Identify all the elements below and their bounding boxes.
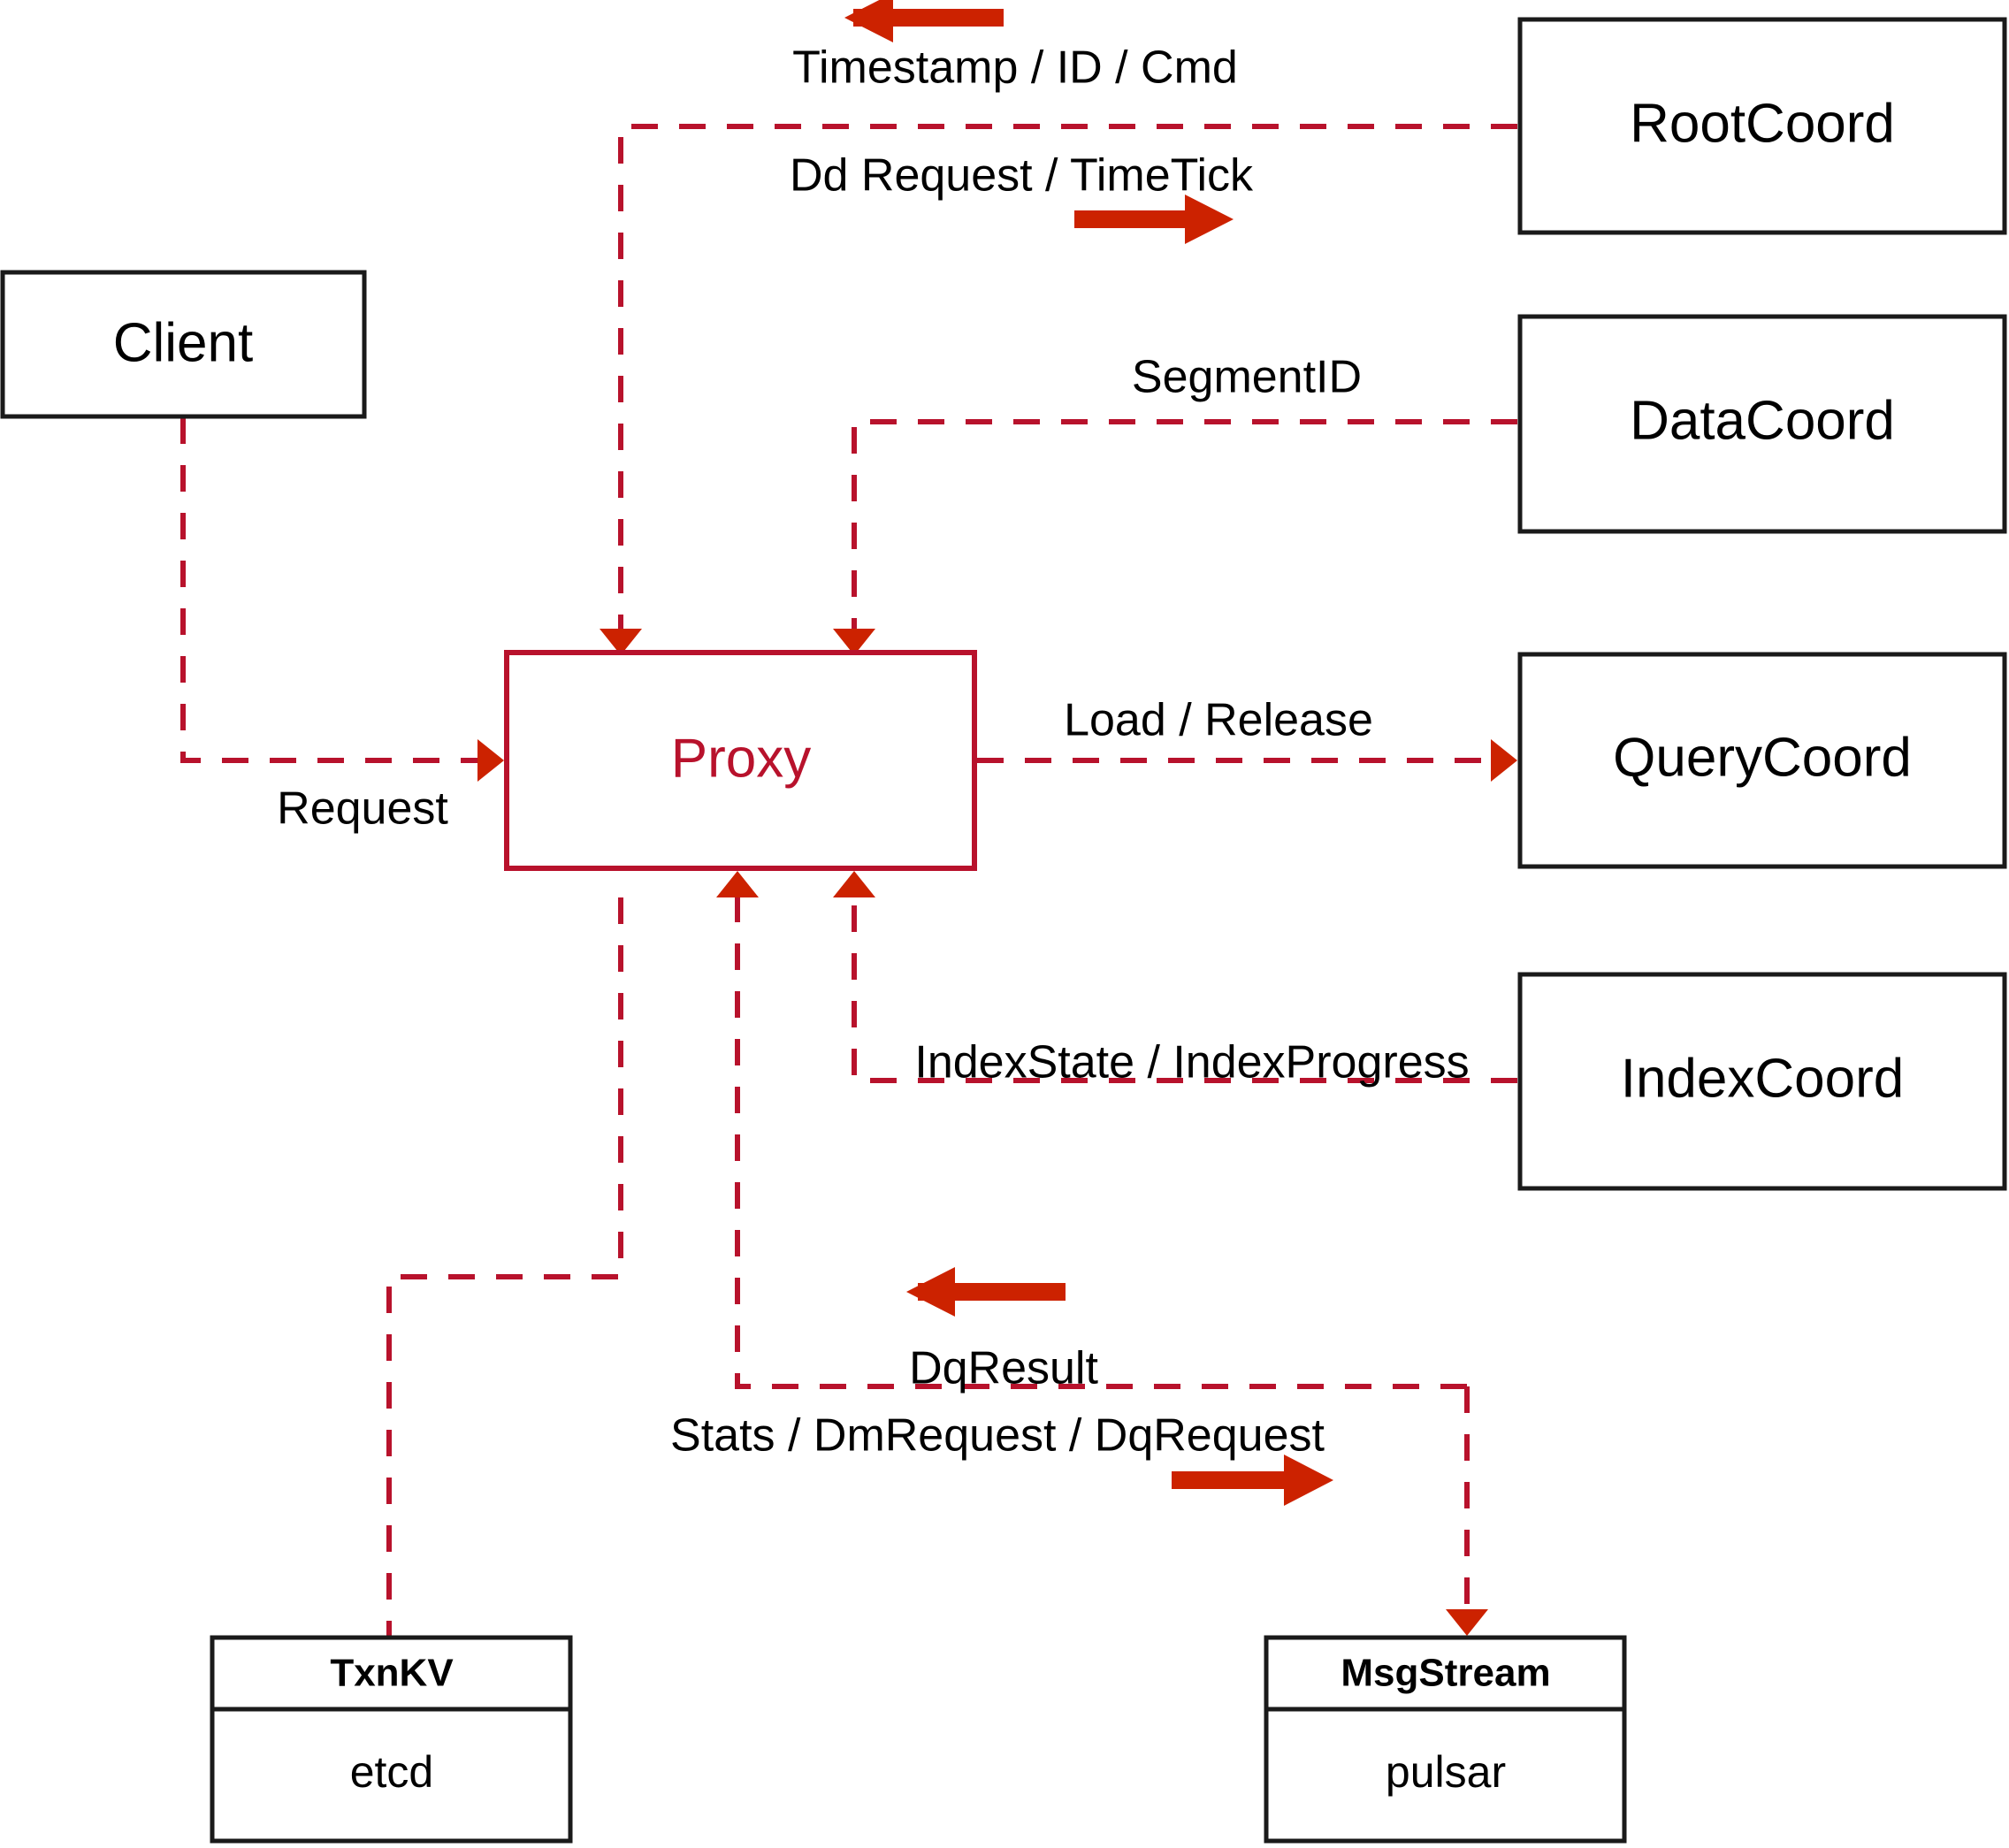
node-indexcoord-label: IndexCoord (1621, 1048, 1905, 1109)
node-rootcoord[interactable]: RootCoord (1517, 17, 2007, 235)
node-proxy-box[interactable] (504, 650, 977, 871)
node-querycoord-label: QueryCoord (1613, 727, 1912, 788)
node-indexcoord-box[interactable] (1517, 972, 2007, 1191)
direction-arrow-dqresult (906, 1267, 1066, 1317)
edge-label-proxy-to-rootcoord: Dd Request / TimeTick (790, 150, 1254, 202)
edge-path (852, 897, 1517, 1083)
arrowhead-down (833, 629, 875, 655)
edge-indexcoord-to-proxy (833, 871, 1517, 1083)
store-txnkv-impl: etcd (350, 1747, 434, 1797)
node-datacoord-label: DataCoord (1630, 390, 1895, 451)
node-client-label: Client (113, 312, 254, 373)
node-datacoord[interactable]: DataCoord (1517, 314, 2007, 534)
arrowhead-up (716, 871, 759, 897)
edge-proxy-to-txnkv (386, 897, 623, 1636)
arrowhead-down (600, 629, 642, 655)
edge-label-datacoord-to-proxy: SegmentID (1132, 352, 1362, 403)
node-querycoord-box[interactable] (1517, 652, 2007, 869)
edge-proxy-to-querycoord (977, 739, 1517, 782)
store-txnkv-box[interactable] (210, 1635, 573, 1844)
edge-label-msgstream-to-proxy: DqResult (909, 1343, 1098, 1394)
arrowhead-down (1446, 1609, 1488, 1636)
node-rootcoord-label: RootCoord (1630, 93, 1895, 154)
edge-msgstream-to-proxy (716, 871, 1467, 1389)
node-datacoord-box[interactable] (1517, 314, 2007, 534)
direction-arrow-timestamp (844, 0, 1004, 42)
store-txnkv[interactable]: TxnKV etcd (210, 1635, 573, 1844)
edge-label-proxy-to-querycoord: Load / Release (1064, 695, 1373, 746)
edge-path (386, 897, 623, 1636)
node-client[interactable]: Client (0, 270, 367, 419)
store-msgstream-title: MsgStream (1341, 1652, 1550, 1695)
edge-label-indexcoord-to-proxy: IndexState / IndexProgress (914, 1037, 1469, 1088)
edge-datacoord-to-proxy (833, 419, 1517, 655)
store-msgstream-box[interactable] (1264, 1635, 1627, 1844)
edge-path (852, 419, 1517, 629)
arrowhead-right (1491, 739, 1517, 782)
edge-label-rootcoord-to-proxy: Timestamp / ID / Cmd (792, 42, 1238, 94)
node-client-box[interactable] (0, 270, 367, 419)
node-proxy[interactable]: Proxy (504, 650, 977, 871)
node-rootcoord-box[interactable] (1517, 17, 2007, 235)
direction-arrow-ddrequest (1074, 195, 1234, 244)
arrowhead-up (833, 871, 875, 897)
arrowhead-right (477, 739, 504, 782)
store-txnkv-title: TxnKV (330, 1652, 454, 1695)
edge-path (180, 417, 477, 763)
node-indexcoord[interactable]: IndexCoord (1517, 972, 2007, 1191)
node-querycoord[interactable]: QueryCoord (1517, 652, 2007, 869)
edge-label-client-to-proxy: Request (277, 783, 448, 835)
node-proxy-label: Proxy (671, 728, 811, 789)
edge-client-to-proxy (180, 417, 504, 782)
edge-proxy-to-msgstream (1446, 1386, 1488, 1636)
edge-path (618, 124, 1517, 629)
direction-arrow-dmrequest (1172, 1455, 1333, 1506)
store-msgstream-impl: pulsar (1386, 1747, 1506, 1797)
edge-label-proxy-to-msgstream: Stats / DmRequest / DqRequest (670, 1410, 1325, 1462)
edge-rootcoord-to-proxy (600, 124, 1517, 655)
edge-path (735, 897, 1467, 1389)
store-msgstream[interactable]: MsgStream pulsar (1264, 1635, 1627, 1844)
